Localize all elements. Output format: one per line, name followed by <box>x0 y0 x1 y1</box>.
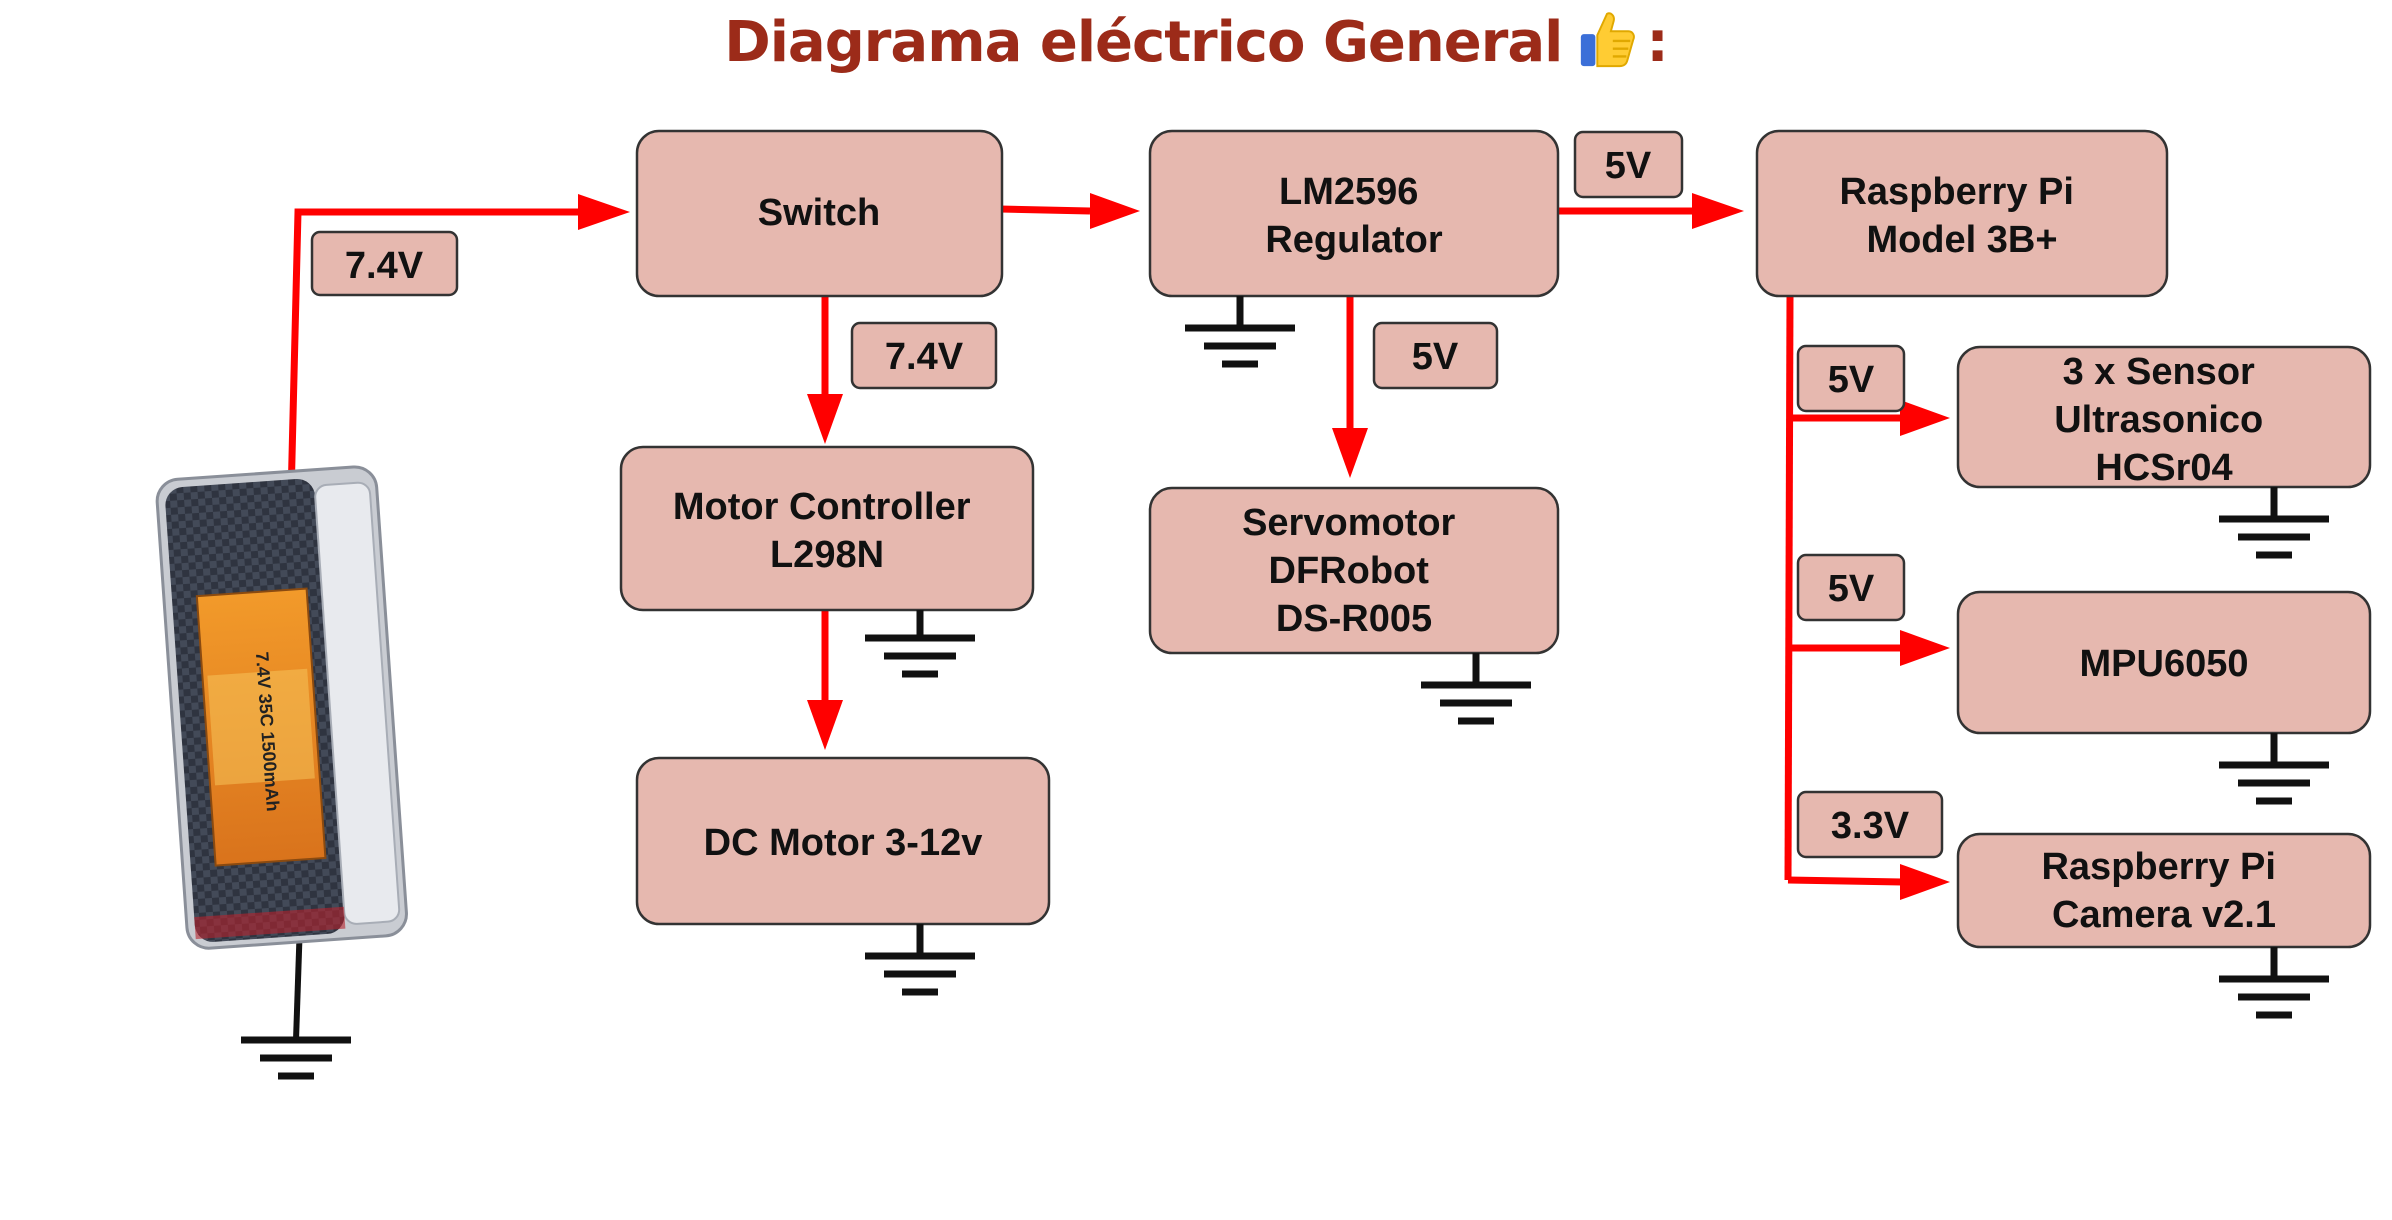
ground-icon-camera <box>2219 947 2329 1019</box>
arrowhead-raspberry <box>1692 193 1744 229</box>
page-title: Diagrama eléctrico General : <box>0 8 2392 84</box>
arrowhead-regulator <box>1090 193 1140 229</box>
ultrasonic-sensor-label: 3 x Sensor Ultrasonico HCSr04 <box>2054 351 2274 489</box>
camera-label: Raspberry Pi Camera v2.1 <box>2041 846 2286 936</box>
regulator-label: LM2596 Regulator <box>1265 171 1443 261</box>
ultrasonic-sensor-box: 3 x Sensor Ultrasonico HCSr04 <box>1956 345 2372 489</box>
lipo-battery-icon: 7.4V 35C 1500mAh <box>155 465 408 950</box>
page-title-colon: : <box>1646 10 1668 76</box>
ground-icon-ultrasonic-sensor <box>2219 487 2329 559</box>
voltage-label-raspberry-sensor: 5V <box>1796 344 1906 413</box>
svg-text:3.3V: 3.3V <box>1831 805 1910 847</box>
wire-battery-to-switch <box>287 208 578 499</box>
svg-text:7.4V: 7.4V <box>885 336 964 378</box>
switch-box: Switch <box>635 129 1004 298</box>
voltage-label-regulator-servo: 5V <box>1372 321 1499 390</box>
motor-controller-box: Motor Controller L298N <box>619 445 1035 612</box>
voltage-label-raspberry-mpu: 5V <box>1796 553 1906 622</box>
raspberry-pi-label: Raspberry Pi Model 3B+ <box>1839 171 2084 261</box>
voltage-label-raspberry-camera: 3.3V <box>1796 790 1944 859</box>
arrowhead-servo <box>1332 428 1368 478</box>
camera-box: Raspberry Pi Camera v2.1 <box>1956 832 2372 949</box>
dc-motor-box: DC Motor 3-12v <box>635 756 1051 926</box>
mpu6050-label: MPU6050 <box>2080 643 2249 685</box>
dc-motor-label: DC Motor 3-12v <box>704 822 983 864</box>
ground-icon-mpu6050 <box>2219 733 2329 805</box>
servomotor-box: Servomotor DFRobot DS-R005 <box>1148 486 1560 655</box>
svg-text:5V: 5V <box>1412 336 1459 378</box>
arrowhead-dc-motor <box>807 700 843 750</box>
ground-icon-regulator <box>1185 296 1295 368</box>
voltage-label-switch-motor-controller: 7.4V <box>850 321 998 390</box>
page-title-text: Diagrama eléctrico General <box>724 10 1563 76</box>
svg-text:5V: 5V <box>1605 145 1652 187</box>
ground-icon-servomotor <box>1421 653 1531 725</box>
thumbs-up-icon <box>1576 8 1638 84</box>
mpu6050-box: MPU6050 <box>1956 590 2372 735</box>
svg-text:5V: 5V <box>1828 568 1875 610</box>
arrowhead-mpu <box>1900 630 1950 666</box>
svg-text:7.4V: 7.4V <box>345 245 424 287</box>
voltage-label-battery-switch: 7.4V <box>310 230 459 297</box>
raspberry-pi-box: Raspberry Pi Model 3B+ <box>1755 129 2169 298</box>
ground-icon-battery <box>241 1036 351 1080</box>
arrowhead-sensor <box>1900 400 1950 436</box>
arrowhead-switch <box>578 194 630 230</box>
arrowhead-camera <box>1900 864 1950 900</box>
ground-icon-motor-controller <box>865 610 975 678</box>
motor-controller-label: Motor Controller L298N <box>673 486 981 576</box>
wires <box>287 193 1950 1041</box>
switch-label: Switch <box>758 192 880 234</box>
voltage-label-regulator-raspberry: 5V <box>1573 130 1684 199</box>
wire-raspberry-to-camera <box>1787 876 1903 886</box>
wire-raspberry-bus <box>1784 295 1794 881</box>
servomotor-label: Servomotor DFRobot DS-R005 <box>1242 502 1466 640</box>
arrowhead-motor-controller <box>807 394 843 444</box>
ground-icon-dc-motor <box>865 924 975 996</box>
regulator-box: LM2596 Regulator <box>1148 129 1560 298</box>
svg-text:5V: 5V <box>1828 359 1875 401</box>
wire-switch-to-regulator <box>999 205 1091 215</box>
